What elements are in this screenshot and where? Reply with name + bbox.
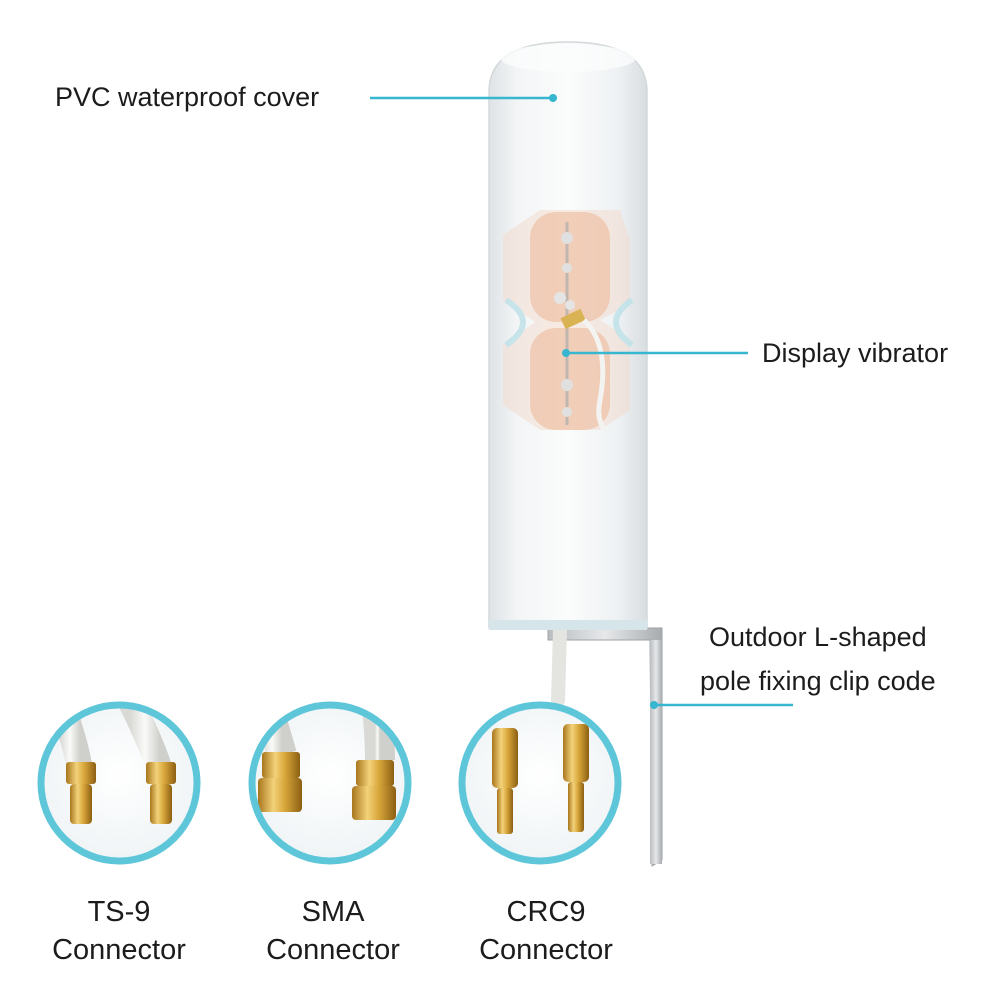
- crc9-word: Connector: [479, 934, 613, 966]
- vibrator-leader-dot: [562, 349, 570, 357]
- antenna-cable: [551, 623, 567, 707]
- sma-word: Connector: [266, 934, 400, 966]
- clip-label: Outdoor L-shaped pole fixing clip code: [700, 615, 936, 703]
- vibrator-label: Display vibrator: [762, 338, 949, 368]
- crc9-connector-image: [458, 701, 622, 865]
- clip-label-line1: Outdoor L-shaped: [709, 622, 927, 652]
- clip-label-line2: pole fixing clip code: [700, 666, 936, 696]
- cover-label: PVC waterproof cover: [55, 82, 320, 112]
- sma-connector-image: [248, 701, 412, 865]
- ts9-name: TS-9: [87, 896, 151, 928]
- ts9-caption: TS-9 Connector: [19, 893, 219, 969]
- crc9-name: CRC9: [506, 896, 586, 928]
- ts9-word: Connector: [52, 934, 186, 966]
- callout-lines: [370, 94, 793, 709]
- antenna: [488, 41, 663, 867]
- cover-leader-dot: [549, 94, 557, 102]
- sma-name: SMA: [301, 896, 365, 928]
- crc9-caption: CRC9 Connector: [446, 893, 646, 969]
- clip-leader-dot: [650, 701, 658, 709]
- sma-caption: SMA Connector: [233, 893, 433, 969]
- l-bracket: [547, 627, 663, 867]
- ts9-connector-image: [37, 701, 201, 865]
- cover-base-ring: [489, 620, 647, 630]
